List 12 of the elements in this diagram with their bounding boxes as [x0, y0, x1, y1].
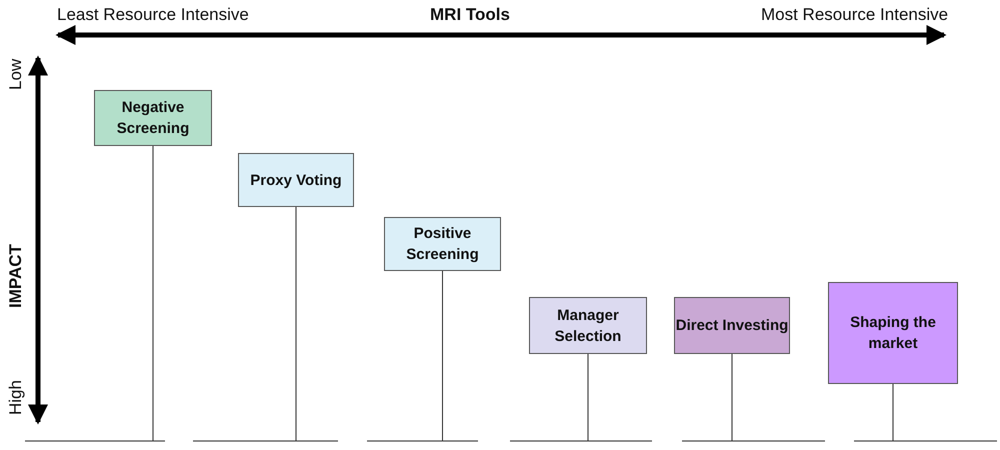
tool-box: Negative Screening — [94, 90, 212, 146]
axis-end-label: Low — [6, 58, 26, 90]
axis-end-label: Most Resource Intensive — [761, 5, 948, 25]
tool-box: Shaping the market — [828, 282, 958, 384]
axis-title: MRI Tools — [430, 5, 510, 25]
tool-box: Manager Selection — [529, 297, 647, 354]
axis-title: IMPACT — [6, 244, 26, 308]
axis-end-label: High — [6, 380, 26, 415]
axis-end-label: Least Resource Intensive — [57, 5, 249, 25]
tool-box: Positive Screening — [384, 217, 501, 271]
tool-box: Direct Investing — [674, 297, 790, 354]
tool-box: Proxy Voting — [238, 153, 354, 207]
